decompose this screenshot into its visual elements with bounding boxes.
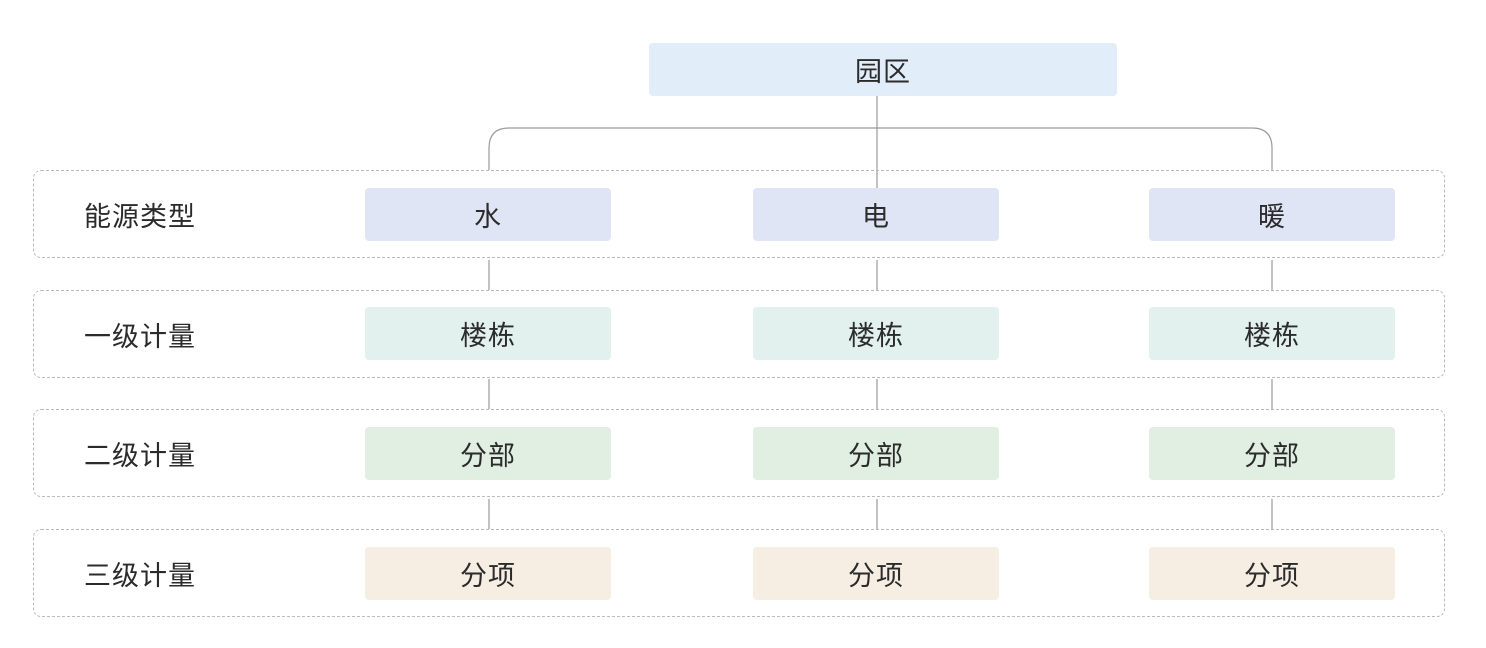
node-item-electricity: 分项 — [753, 547, 999, 600]
node-department-heating: 分部 — [1149, 427, 1395, 480]
node-department-electricity: 分部 — [753, 427, 999, 480]
node-heating: 暖 — [1149, 188, 1395, 241]
level-label-level-1: 一级计量 — [84, 321, 196, 353]
level-frame-level-3 — [33, 529, 1445, 617]
level-frame-energy-type — [33, 170, 1445, 258]
level-label-level-3: 三级计量 — [84, 560, 196, 592]
node-item-heating: 分项 — [1149, 547, 1395, 600]
node-item-water: 分项 — [365, 547, 611, 600]
node-electricity: 电 — [753, 188, 999, 241]
node-water: 水 — [365, 188, 611, 241]
level-label-energy-type: 能源类型 — [84, 201, 196, 233]
level-frame-level-2 — [33, 409, 1445, 497]
node-department-water: 分部 — [365, 427, 611, 480]
node-building-electricity: 楼栋 — [753, 307, 999, 360]
level-frame-level-1 — [33, 290, 1445, 378]
root-node: 园区 — [649, 43, 1117, 96]
level-label-level-2: 二级计量 — [84, 440, 196, 472]
node-building-heating: 楼栋 — [1149, 307, 1395, 360]
node-building-water: 楼栋 — [365, 307, 611, 360]
branch-bracket — [488, 127, 1273, 170]
